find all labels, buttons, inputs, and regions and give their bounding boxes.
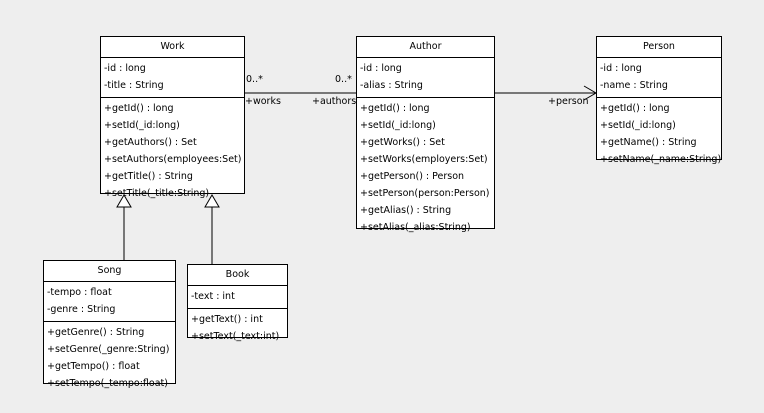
role-label: +works (245, 96, 281, 107)
class-name: Song (44, 261, 175, 282)
operation-row: +getPerson() : Person (360, 171, 465, 182)
operation-row: +getWorks() : Set (360, 137, 445, 148)
attributes-compartment: -id : long -alias : String (357, 58, 494, 98)
attributes-compartment: -text : int (188, 286, 287, 309)
operation-row: +setAlias(_alias:String) (360, 222, 471, 233)
class-person[interactable]: Person -id : long -name : String +getId()… (596, 36, 722, 165)
class-name: Work (101, 37, 244, 58)
operation-row: +setWorks(employers:Set) (360, 154, 488, 165)
operations-compartment: +getGenre() : String +setGenre(_genre:Str… (44, 322, 175, 395)
operation-row: +setName(_name:String) (600, 154, 722, 165)
attribute-row: -genre : String (47, 304, 116, 315)
operation-row: +getId() : long (360, 103, 430, 114)
attribute-row: -tempo : float (47, 287, 112, 298)
operation-row: +setId(_id:long) (600, 120, 676, 131)
attributes-compartment: -id : long -title : String (101, 58, 244, 98)
operation-row: +setId(_id:long) (360, 120, 436, 131)
operation-row: +getId() : long (600, 103, 670, 114)
attribute-row: -id : long (104, 63, 146, 74)
operation-row: +setAuthors(employees:Set) (104, 154, 242, 165)
operations-compartment: +getId() : long +setId(_id:long) +getAutho… (101, 98, 244, 205)
operation-row: +getGenre() : String (47, 327, 145, 338)
class-name: Author (357, 37, 494, 58)
attribute-row: -id : long (600, 63, 642, 74)
operations-compartment: +getId() : long +setId(_id:long) +getWorks… (357, 98, 494, 239)
multiplicity-label: 0..* (246, 74, 263, 85)
role-label: +authors (312, 96, 357, 107)
operation-row: +setTempo(_tempo:float) (47, 378, 168, 389)
attribute-row: -alias : String (360, 80, 423, 91)
operation-row: +setText(_text:int) (191, 331, 280, 342)
attributes-compartment: -id : long -name : String (597, 58, 721, 98)
operation-row: +getText() : int (191, 314, 263, 325)
attribute-row: -title : String (104, 80, 164, 91)
attribute-row: -id : long (360, 63, 402, 74)
attribute-row: -text : int (191, 291, 235, 302)
operation-row: +getAlias() : String (360, 205, 452, 216)
attributes-compartment: -tempo : float -genre : String (44, 282, 175, 322)
class-song[interactable]: Song -tempo : float -genre : String +getG… (43, 260, 176, 389)
operation-row: +getId() : long (104, 103, 174, 114)
multiplicity-label: 0..* (335, 74, 352, 85)
operation-row: +getAuthors() : Set (104, 137, 197, 148)
class-author[interactable]: Author -id : long -alias : String +getId(… (356, 36, 495, 233)
class-work[interactable]: Work -id : long -title : String +getId() … (100, 36, 245, 199)
attribute-row: -name : String (600, 80, 668, 91)
operation-row: +getName() : String (600, 137, 697, 148)
role-label: +person (548, 96, 589, 107)
operation-row: +getTitle() : String (104, 171, 193, 182)
operations-compartment: +getText() : int +setText(_text:int) (188, 309, 287, 348)
class-name: Book (188, 265, 287, 286)
operation-row: +setPerson(person:Person) (360, 188, 490, 199)
operation-row: +setGenre(_genre:String) (47, 344, 170, 355)
operation-row: +setId(_id:long) (104, 120, 180, 131)
operation-row: +getTempo() : float (47, 361, 140, 372)
class-book[interactable]: Book -text : int +getText() : int +setTex… (187, 264, 288, 342)
class-name: Person (597, 37, 721, 58)
operation-row: +setTitle(_title:String) (104, 188, 210, 199)
operations-compartment: +getId() : long +setId(_id:long) +getName(… (597, 98, 721, 171)
